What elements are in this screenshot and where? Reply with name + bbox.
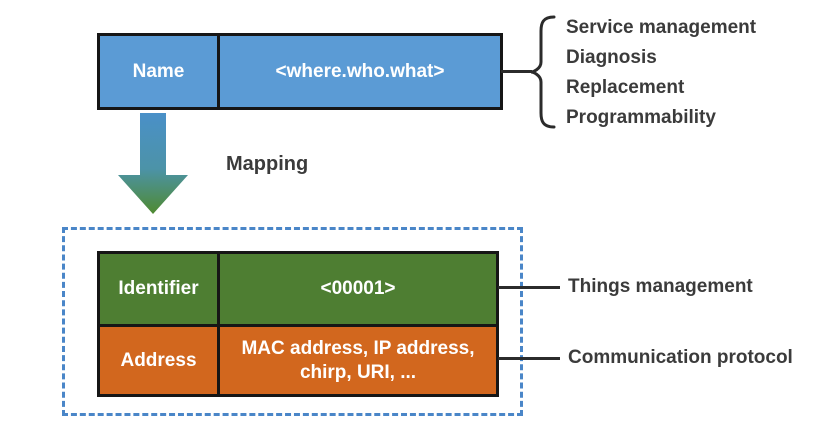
communication-protocol-connector-line (498, 357, 560, 360)
dashed-container (62, 227, 523, 416)
brace-icon (530, 14, 556, 135)
mapping-label: Mapping (226, 153, 309, 175)
things-management-connector-line (498, 286, 560, 289)
mapping-arrow-icon (117, 113, 189, 220)
identifier-row: Identifier <00001> (100, 254, 496, 324)
name-value-cell: <where.who.what> (217, 36, 500, 107)
list-item: Service management (566, 17, 757, 38)
address-value-cell: MAC address, IP address, chirp, URI, ... (217, 327, 496, 394)
identifier-value-cell: <00001> (217, 254, 496, 324)
list-item: Diagnosis (566, 47, 657, 68)
name-key-cell: Name (100, 36, 217, 107)
list-item: Replacement (566, 77, 685, 98)
identifier-address-box: Identifier <00001> Address MAC address, … (97, 251, 499, 397)
address-key-cell: Address (100, 327, 217, 394)
brace-connector-line (501, 70, 532, 73)
address-row: Address MAC address, IP address, chirp, … (100, 324, 496, 394)
list-item: Programmability (566, 107, 716, 128)
identifier-key-cell: Identifier (100, 254, 217, 324)
label-communication-protocol: Communication protocol (568, 347, 793, 368)
name-box: Name <where.who.what> (97, 33, 503, 110)
label-things-management: Things management (568, 276, 753, 297)
function-list: Service management Diagnosis Replacement… (566, 13, 756, 133)
